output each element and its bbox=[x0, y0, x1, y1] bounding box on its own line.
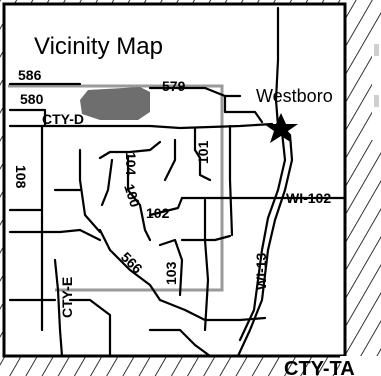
road-label-580: 580 bbox=[20, 91, 44, 107]
lake bbox=[80, 87, 150, 120]
edge-fragment bbox=[372, 40, 381, 140]
map-title: Vicinity Map bbox=[34, 33, 163, 60]
road-label-108: 108 bbox=[13, 165, 29, 189]
road-label-586: 586 bbox=[18, 67, 42, 83]
road-label-100: 100 bbox=[121, 182, 144, 209]
edge-fragment-mark bbox=[374, 95, 379, 107]
road-label-103: 103 bbox=[163, 261, 179, 285]
map-content: 586 580 579 CTY-D 108 104 100 101 102 WI… bbox=[8, 6, 345, 356]
road-label-cty-d: CTY-D bbox=[42, 111, 84, 127]
road-label-579: 579 bbox=[162, 78, 186, 94]
corner-box bbox=[340, 356, 381, 376]
road-label-104: 104 bbox=[123, 152, 139, 176]
road-label-cty-e: CTY-E bbox=[59, 277, 75, 318]
road-network bbox=[8, 6, 345, 356]
corner-road-label: CTY-TA bbox=[284, 358, 355, 376]
location-star-icon bbox=[264, 113, 298, 143]
place-label-westboro: Westboro bbox=[256, 86, 333, 106]
area-boundary bbox=[8, 84, 224, 292]
road-label-102: 102 bbox=[146, 205, 170, 221]
road-label-wi-13: WI-13 bbox=[253, 252, 269, 290]
road-label-101: 101 bbox=[195, 140, 211, 164]
edge-fragment-mark bbox=[374, 44, 379, 56]
road-label-wi-102: WI-102 bbox=[286, 190, 331, 206]
